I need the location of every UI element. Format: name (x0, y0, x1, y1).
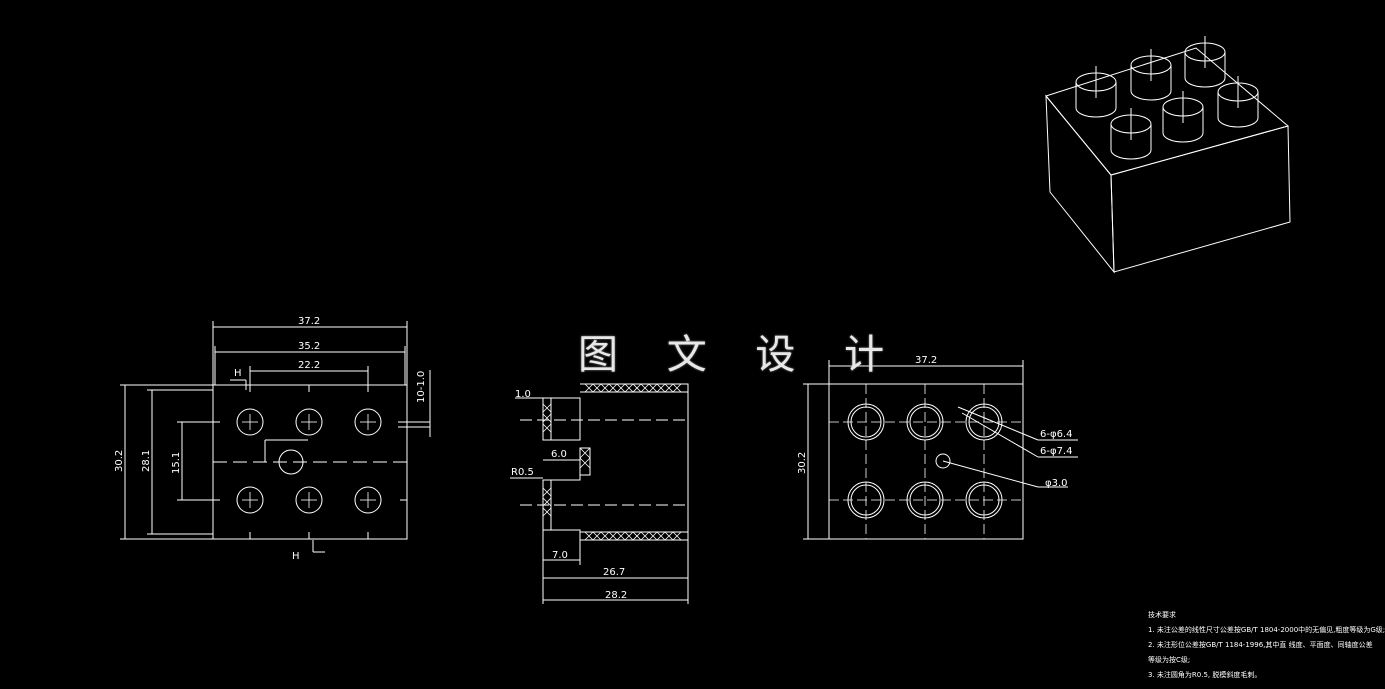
dim-top-hole-inner: 6-φ6.4 (1040, 429, 1072, 440)
dim-front-22-2: 22.2 (298, 360, 320, 371)
iso-front-face (1110, 125, 1291, 273)
dim-front-wall: 10-1.0 (416, 371, 427, 403)
top-outline (828, 383, 1024, 540)
notes-line: 1. 未注公差的线性尺寸公差按GB/T 1804-2000中的无偏见,粗度等级为… (1148, 626, 1385, 634)
dim-top-30-2: 30.2 (797, 452, 808, 474)
notes-title: 技术要求 (1148, 611, 1176, 619)
dim-section-7-0: 7.0 (552, 550, 568, 561)
dim-top-37-2: 37.2 (915, 355, 937, 366)
dim-section-r0-5: R0.5 (511, 467, 534, 478)
dim-section-1-0: 1.0 (515, 389, 531, 400)
front-view (120, 321, 431, 553)
iso-stud (1217, 76, 1259, 128)
section-mark-top: H (234, 368, 242, 379)
section-mark-bottom: H (292, 551, 300, 562)
front-hole (295, 408, 323, 436)
dim-front-35-2: 35.2 (298, 341, 320, 352)
dim-front-37-2: 37.2 (298, 316, 320, 327)
front-hole (354, 408, 382, 436)
iso-stud (1110, 108, 1152, 160)
technical-requirements: 技术要求 1. 未注公差的线性尺寸公差按GB/T 1804-2000中的无偏见,… (1148, 608, 1385, 683)
section-outline (542, 383, 689, 541)
iso-stud (1130, 49, 1172, 101)
top-center-hole (935, 453, 951, 469)
front-hole (354, 486, 382, 514)
dim-section-6-0: 6.0 (551, 449, 567, 460)
watermark: 图 文 设 计 (578, 332, 903, 378)
notes-line: 2. 未注形位公差按GB/T 1184-1996,其中直 线度、平面度、同轴度公… (1148, 641, 1373, 649)
notes-line: 3. 未注圆角为R0.5, 脱模斜度毛刺。 (1148, 671, 1262, 679)
dim-top-hole-outer: 6-φ7.4 (1040, 446, 1072, 457)
iso-top-face (1045, 47, 1290, 176)
iso-stud (1075, 66, 1117, 118)
iso-left-face (1045, 94, 1115, 274)
dim-front-30-2: 30.2 (114, 450, 125, 472)
dim-section-26-7: 26.7 (603, 567, 625, 578)
front-hole (236, 408, 264, 436)
dim-front-15-1: 15.1 (171, 452, 182, 474)
top-view (803, 360, 1078, 540)
iso-stud (1184, 36, 1226, 88)
dim-front-28-1: 28.1 (141, 450, 152, 472)
isometric-view (1045, 36, 1291, 274)
section-view (510, 383, 689, 604)
dim-section-28-2: 28.2 (605, 590, 627, 601)
dim-top-center-hole: φ3.0 (1045, 478, 1068, 489)
iso-stud (1162, 91, 1204, 143)
notes-line: 等级为按C级; (1148, 656, 1191, 664)
front-hole (236, 486, 264, 514)
front-hole (295, 486, 323, 514)
